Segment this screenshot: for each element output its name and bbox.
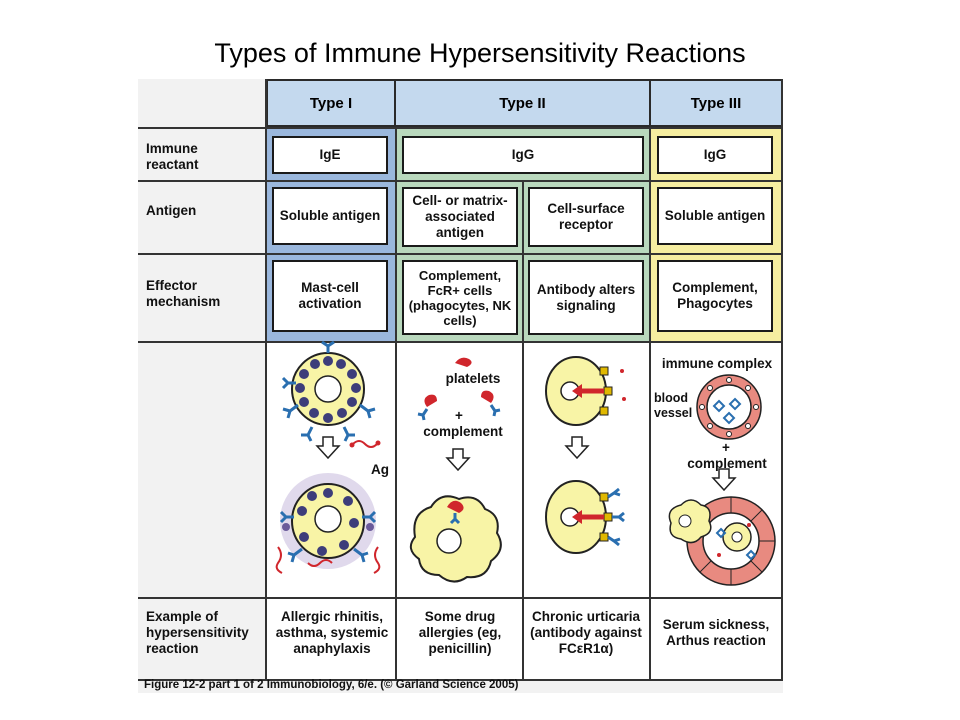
effector-type2b: Antibody alters signaling <box>528 260 644 335</box>
row-divider <box>138 180 783 182</box>
effector-type1: Mast-cell activation <box>272 260 388 332</box>
figure-caption: Figure 12-2 part 1 of 2 Immunobiology, 6… <box>144 679 519 691</box>
receptor-signaling-illustration <box>545 356 626 554</box>
down-arrow-icon <box>564 436 590 460</box>
inflamed-vessel <box>668 496 776 586</box>
plus-label: + <box>455 408 463 423</box>
example-type2a: Some drug allergies (eg, penicillin) <box>418 609 502 656</box>
column-divider <box>649 127 651 679</box>
column-divider <box>781 79 783 679</box>
blood-vessel-label: blood vessel <box>654 391 693 420</box>
immune-complex-label: immune complex <box>661 356 773 371</box>
example-type2b: Chronic urticaria (antibody against FCεR… <box>530 609 642 656</box>
row-divider <box>138 597 783 599</box>
signaling-cell-top <box>545 356 626 426</box>
reactant-type3: IgG <box>657 136 773 174</box>
hypersensitivity-figure: Type I Type II Type III Immune reactant … <box>138 79 783 693</box>
header-type3: Type III <box>649 79 783 127</box>
column-divider <box>265 79 267 679</box>
ag-label: Ag <box>371 462 389 477</box>
header-type1: Type I <box>266 79 396 127</box>
antigen-type2b: Cell-surface receptor <box>528 187 644 247</box>
antigen-type3: Soluble antigen <box>657 187 773 245</box>
antigen-type2a: Cell- or matrix-associated antigen <box>402 187 518 247</box>
down-arrow-icon <box>711 468 737 492</box>
antigen-type1: Soluble antigen <box>272 187 388 245</box>
plus-label: + <box>722 440 730 455</box>
row-label-antigen: Antigen <box>146 203 197 218</box>
row-divider <box>138 253 783 255</box>
reactant-type2: IgG <box>402 136 644 174</box>
platelet-icon <box>424 357 494 407</box>
column-divider <box>522 180 524 679</box>
down-arrow-icon <box>315 436 341 460</box>
page-title: Types of Immune Hypersensitivity Reactio… <box>214 38 746 68</box>
example-type1: Allergic rhinitis, asthma, systemic anap… <box>275 609 389 656</box>
signaling-cell-bottom <box>545 480 625 554</box>
mast-cell-illustration <box>275 340 381 574</box>
row-divider <box>138 679 783 681</box>
down-arrow-icon <box>445 448 471 472</box>
degranulating-mast-cell <box>275 473 381 574</box>
row-label-effector: Effector mechanism <box>146 278 221 309</box>
examples-panel <box>266 597 782 679</box>
example-type3: Serum sickness, Arthus reaction <box>662 617 770 648</box>
resting-mast-cell <box>281 340 381 448</box>
immune-complex-illustration <box>668 374 776 586</box>
header-type2: Type II <box>394 79 651 127</box>
row-label-example: Example of hypersensitivity reaction <box>146 609 249 656</box>
complement-label: complement <box>687 456 767 471</box>
effector-type2a: Complement, FcR+ cells (phagocytes, NK c… <box>402 260 518 335</box>
blood-vessel-cross-section <box>696 374 762 440</box>
platelet-illustration <box>409 357 502 583</box>
row-divider <box>138 127 783 129</box>
reactant-type1: IgE <box>272 136 388 174</box>
effector-type3: Complement, Phagocytes <box>657 260 773 332</box>
row-label-immune-reactant: Immune reactant <box>146 141 199 172</box>
complement-label: complement <box>423 424 503 439</box>
column-divider <box>395 127 397 679</box>
phagocyte-cell <box>409 495 502 583</box>
row-divider <box>138 341 783 343</box>
platelets-label: platelets <box>445 371 501 386</box>
